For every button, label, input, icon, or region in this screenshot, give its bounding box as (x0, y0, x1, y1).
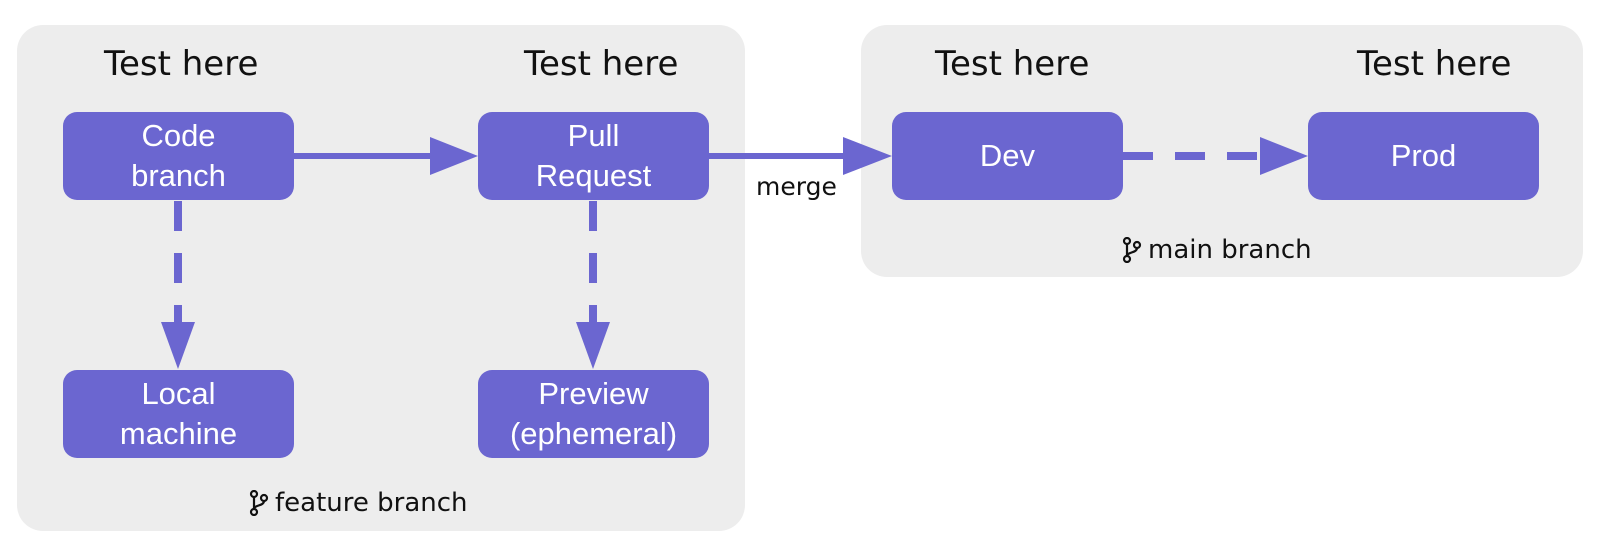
node-pull-request: Pull Request (478, 112, 709, 200)
node-pull-request-label: Pull Request (535, 118, 652, 193)
test-label-code-branch: Test here (104, 44, 259, 84)
node-prod-label: Prod (1390, 138, 1457, 173)
node-dev: Dev (892, 112, 1123, 200)
main-branch-label-text: main branch (1148, 235, 1312, 265)
node-prod: Prod (1308, 112, 1539, 200)
edge-pull-request-to-dev (708, 137, 892, 175)
node-preview: Preview (ephemeral) (478, 370, 709, 458)
git-branch-icon (1122, 237, 1142, 263)
node-code-branch-label: Code branch (131, 118, 226, 193)
feature-branch-label: feature branch (249, 490, 468, 516)
test-label-pull-request: Test here (524, 44, 679, 84)
edge-pull-request-to-preview (576, 201, 610, 369)
node-local-machine-label: Local machine (119, 376, 238, 451)
node-dev-label: Dev (979, 138, 1036, 173)
edge-label-merge: merge (756, 172, 837, 201)
node-local-machine: Local machine (63, 370, 294, 458)
edge-code-branch-to-pull-request (293, 137, 478, 175)
edge-code-branch-to-local-machine (161, 201, 195, 369)
test-label-dev: Test here (935, 44, 1090, 84)
feature-branch-label-text: feature branch (275, 488, 468, 518)
main-branch-label: main branch (1122, 237, 1312, 263)
node-preview-label: Preview (ephemeral) (509, 376, 678, 451)
edge-dev-to-prod (1123, 137, 1308, 175)
node-code-branch: Code branch (63, 112, 294, 200)
git-branch-icon (249, 490, 269, 516)
test-label-prod: Test here (1357, 44, 1512, 84)
